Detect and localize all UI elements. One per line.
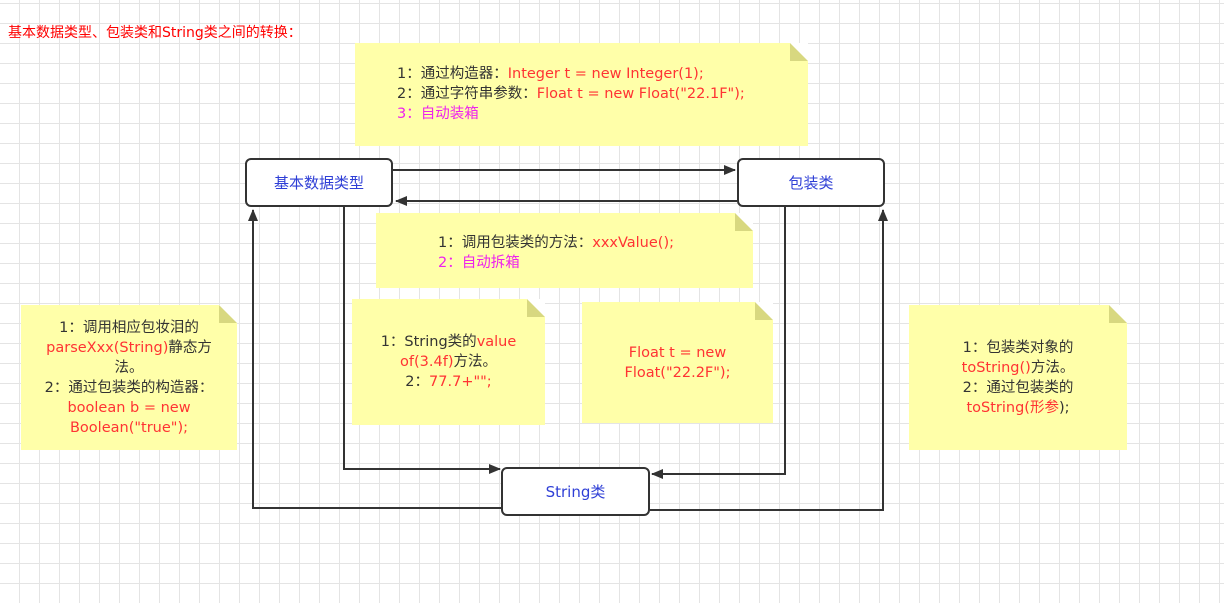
node-wrapper-class[interactable]: 包装类 (737, 158, 885, 207)
note-code: Integer t = new Integer(1); (507, 66, 704, 82)
node-string-class[interactable]: String类 (501, 467, 650, 516)
note-code: toString( (966, 399, 1030, 416)
note-primitive-to-wrapper: 1：通过构造器：Integer t = new Integer(1); 2：通过… (355, 43, 808, 146)
note-text: 2：通过字符串参数： (397, 86, 537, 102)
note-text: 1：调用包装类的方法： (438, 235, 593, 251)
note-text: 2：通过包装类的构造器： (44, 379, 214, 396)
note-text: 1：包装类对象的 (962, 339, 1074, 356)
note-text: 1：通过构造器： (397, 66, 508, 82)
note-code: 形参 (1029, 399, 1059, 416)
node-wrapper-class-label: 包装类 (788, 174, 834, 192)
node-primitive-type[interactable]: 基本数据类型 (245, 158, 393, 207)
note-text: 法。 (114, 359, 144, 376)
note-code: Float("22.2F"); (624, 364, 731, 381)
note-code: Float t = new Float("22.1F"); (536, 86, 745, 102)
note-text: ); (1058, 399, 1070, 416)
note-highlight: 2：自动拆箱 (438, 255, 520, 271)
edge-string-to-primitive (248, 209, 501, 509)
note-text: 2：通过包装类的 (962, 379, 1074, 396)
note-string-to-primitive: 1：调用相应包妆泪的 parseXxx(String)静态方 法。 2：通过包装… (21, 305, 237, 450)
note-code: Float t = new (628, 344, 727, 361)
note-code: Boolean("true"); (69, 419, 188, 436)
note-text: 方法。 (453, 354, 497, 370)
edge-primitive-to-string (343, 207, 501, 474)
note-code: boolean b = new (67, 399, 191, 416)
note-text: 1：String类的 (380, 334, 477, 350)
note-code: value (476, 334, 517, 350)
note-text: 静态方 (168, 339, 212, 356)
note-code: toString() (961, 359, 1031, 376)
note-wrapper-to-primitive: 1：调用包装类的方法：xxxValue(); 2：自动拆箱 (376, 213, 753, 288)
note-highlight: 3：自动装箱 (397, 106, 479, 122)
note-text: 2： (405, 374, 430, 390)
note-string-to-wrapper: Float t = new Float("22.2F"); (582, 302, 773, 423)
edge-string-to-wrapper (650, 209, 888, 511)
note-code: 77.7+""; (429, 374, 492, 390)
edge-wrapper-to-string (651, 207, 786, 479)
node-primitive-type-label: 基本数据类型 (273, 174, 364, 192)
note-code: parseXxx(String) (46, 339, 169, 356)
note-primitive-to-string: 1：String类的value of(3.4f)方法。 2：77.7+""; (352, 299, 545, 425)
note-code: of(3.4f) (400, 354, 454, 370)
node-string-class-label: String类 (545, 483, 606, 501)
note-wrapper-to-string: 1：包装类对象的 toString()方法。 2：通过包装类的 toString… (909, 305, 1127, 450)
diagram-title: 基本数据类型、包装类和String类之间的转换： (8, 25, 302, 41)
note-text: 方法。 (1030, 359, 1075, 376)
note-code: xxxValue(); (592, 235, 674, 251)
note-text: 1：调用相应包妆泪的 (59, 319, 199, 336)
